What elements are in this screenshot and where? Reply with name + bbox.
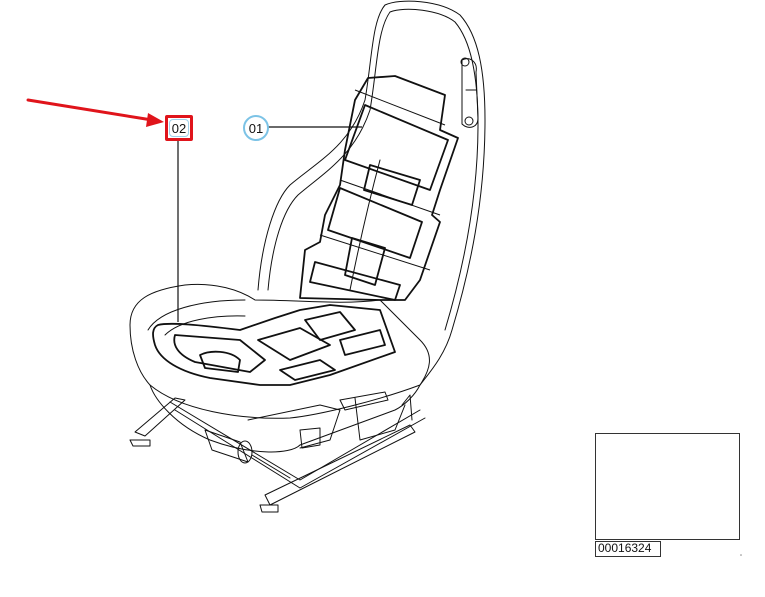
red-arrow-icon: [26, 98, 164, 127]
heating-element-backrest: [299, 75, 459, 301]
callout-02-highlighted[interactable]: 02: [165, 115, 193, 141]
callout-01-label: 01: [248, 120, 264, 136]
car-location-inset: [595, 433, 740, 540]
callout-01[interactable]: 01: [243, 115, 269, 141]
callout-02: 02: [169, 119, 189, 137]
diagram-code: 00016324: [595, 541, 661, 557]
backrest-seams: [319, 89, 446, 271]
callout-02-label: 02: [171, 120, 187, 136]
heating-element-cushion: [152, 304, 396, 386]
cushion-outline: [129, 283, 430, 419]
backrest-outline: [257, 0, 486, 386]
